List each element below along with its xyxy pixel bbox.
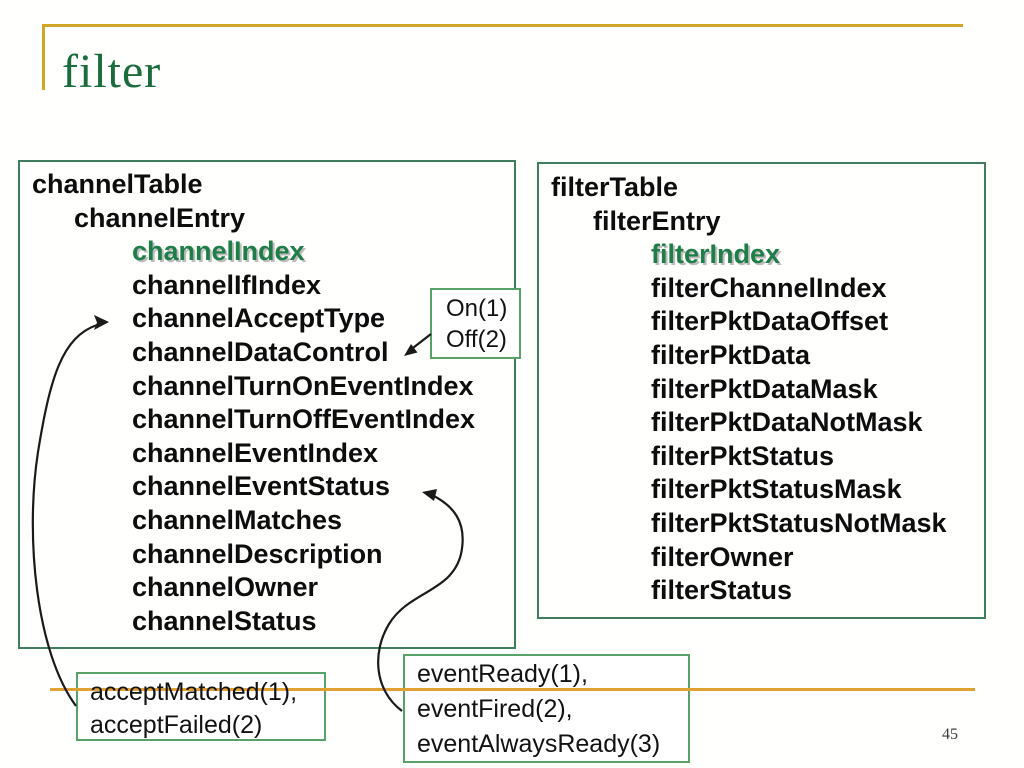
tree-item: filterOwner bbox=[651, 541, 794, 572]
tree-item: channelEntry bbox=[74, 202, 246, 233]
tree-item: filterEntry bbox=[593, 205, 721, 236]
tree-item: channelIfIndex bbox=[132, 269, 322, 300]
tree-item: filterPktDataNotMask bbox=[651, 407, 923, 438]
tree-item: filterPktStatusMask bbox=[651, 474, 902, 505]
page-number: 45 bbox=[942, 726, 958, 743]
callout-accept-lines: acceptMatched(1), acceptFailed(2) bbox=[90, 676, 324, 742]
callout-line: acceptFailed(2) bbox=[90, 711, 263, 739]
callout-on-off: On(1) Off(2) bbox=[430, 288, 521, 359]
tree-item: channelMatches bbox=[132, 504, 343, 535]
page-title: filter bbox=[62, 45, 162, 98]
callout-line: eventReady(1), bbox=[417, 660, 588, 688]
tree-item: channelEventIndex bbox=[132, 437, 379, 468]
tree-item: filterChannelIndex bbox=[651, 272, 887, 303]
tree-item: channelEventStatus bbox=[132, 471, 391, 502]
callout-event-status-values: eventReady(1), eventFired(2), eventAlwaysR… bbox=[403, 654, 690, 763]
tree-item: channelTurnOnEventIndex bbox=[132, 370, 474, 401]
tree-item: filterTable bbox=[551, 172, 679, 202]
tree-item: channelIndex bbox=[132, 236, 305, 267]
tree-item: filterPktDataMask bbox=[651, 373, 878, 404]
callout-line: eventAlwaysReady(3) bbox=[417, 730, 661, 758]
tree-item: channelDescription bbox=[132, 538, 383, 569]
callout-event-lines: eventReady(1), eventFired(2), eventAlwaysR… bbox=[417, 657, 688, 762]
top-gold-rule bbox=[42, 24, 963, 27]
callout-on-off-lines: On(1) Off(2) bbox=[446, 293, 519, 355]
tree-item: filterPktDataOffset bbox=[651, 306, 889, 337]
tree-item: filterPktData bbox=[651, 339, 811, 370]
tree-item: filterIndex bbox=[651, 239, 781, 270]
callout-line: acceptMatched(1), bbox=[90, 678, 298, 706]
tree-item: channelTurnOffEventIndex bbox=[132, 404, 476, 435]
title-vertical-rule bbox=[42, 24, 45, 90]
callout-line: Off(2) bbox=[446, 326, 507, 353]
bottom-gold-rule bbox=[50, 688, 975, 691]
tree-item: channelOwner bbox=[132, 572, 319, 603]
tree-item: channelAcceptType bbox=[132, 303, 386, 334]
tree-item: filterStatus bbox=[651, 575, 793, 606]
tree-item: channelTable bbox=[32, 169, 203, 199]
tree-item: filterPktStatus bbox=[651, 440, 835, 471]
tree-item: channelStatus bbox=[132, 605, 317, 636]
callout-accept-type-values: acceptMatched(1), acceptFailed(2) bbox=[76, 672, 326, 741]
callout-line: On(1) bbox=[446, 295, 508, 322]
callout-line: eventFired(2), bbox=[417, 695, 573, 723]
tree-item: filterPktStatusNotMask bbox=[651, 507, 947, 538]
tree-item: channelDataControl bbox=[132, 336, 389, 367]
